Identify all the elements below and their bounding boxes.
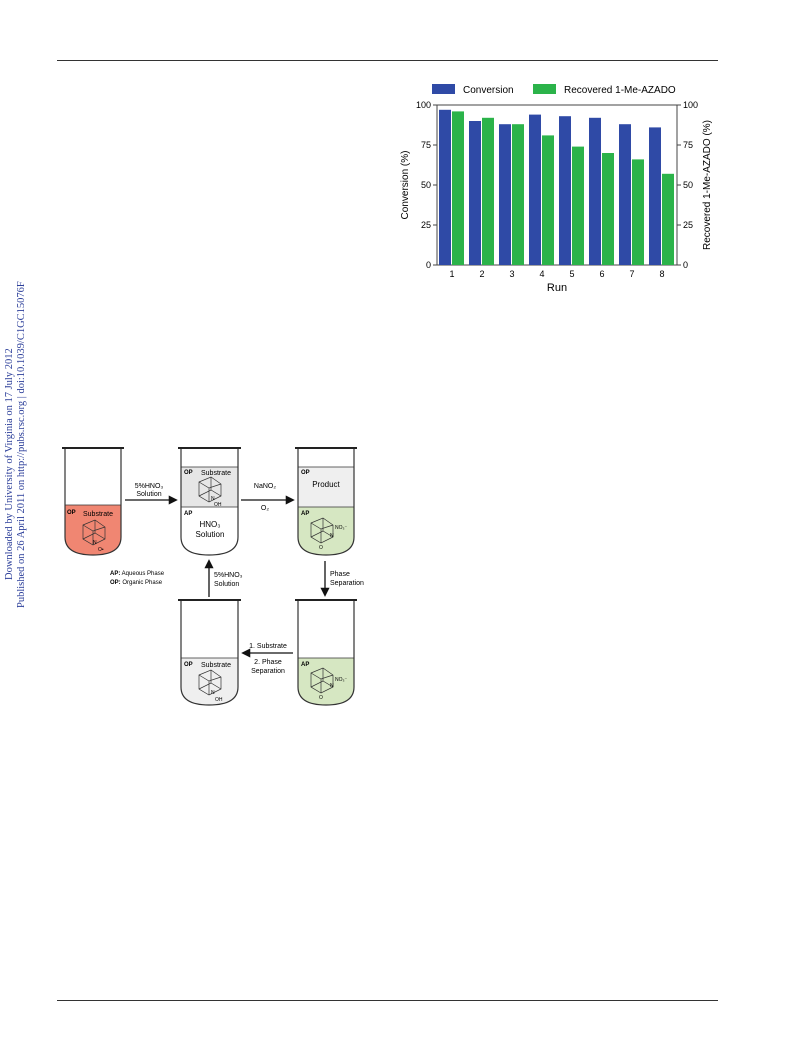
- bar-recovered-run-5: [572, 146, 584, 265]
- legend-swatch-recovered: [533, 84, 556, 94]
- phase-legend-op: OP: Organic Phase: [110, 580, 163, 586]
- chart-legend: Conversion Recovered 1-Me-AZADO: [432, 84, 676, 96]
- x-axis-title: Run: [547, 282, 567, 294]
- bar-conversion-run-3: [499, 124, 511, 265]
- tube1-o: O•: [98, 547, 104, 553]
- published-line: Published on 26 April 2011 on http://pub…: [16, 281, 27, 608]
- y-tick-label-right: 75: [683, 140, 693, 150]
- y-tick-label-left: 0: [426, 260, 431, 270]
- legend-label-recovered: Recovered 1-Me-AZADO: [564, 85, 676, 96]
- arrow3-line2: Separation: [330, 580, 364, 587]
- arrow2-line2: O₂: [261, 505, 269, 512]
- y-tick-label-left: 75: [421, 140, 431, 150]
- tube4-n: N: [211, 690, 215, 696]
- bottom-rule: [57, 1000, 718, 1001]
- tube-5: AP N NO₃⁻ O: [295, 599, 357, 706]
- tube3-label: Product: [312, 480, 340, 489]
- x-tick-label: 8: [659, 269, 664, 279]
- tube1-n: N: [93, 540, 97, 546]
- x-tick-label: 3: [509, 269, 514, 279]
- tube3-ap: AP: [301, 511, 309, 517]
- arrow4-line1: 1. Substrate: [249, 643, 287, 650]
- bar-conversion-run-5: [559, 116, 571, 265]
- tube2-label: Substrate: [201, 470, 231, 477]
- y-tick-label-right: 25: [683, 220, 693, 230]
- bar-conversion-run-1: [439, 109, 451, 265]
- x-tick-label: 6: [599, 269, 604, 279]
- bar-recovered-run-8: [662, 173, 674, 265]
- recycling-scheme: OP Substrate N O• 5%HNO₃ Solution OP Sub…: [62, 447, 364, 706]
- bar-recovered-run-3: [512, 124, 524, 265]
- arrow2-line1: NaNO₂: [254, 483, 276, 490]
- tube-4: OP Substrate N OH: [178, 599, 241, 706]
- bar-conversion-run-2: [469, 121, 481, 265]
- y-tick-label-right: 100: [683, 100, 698, 110]
- bar-conversion-run-4: [529, 114, 541, 265]
- x-tick-label: 5: [569, 269, 574, 279]
- x-tick-label: 2: [479, 269, 484, 279]
- bar-recovered-run-1: [452, 111, 464, 266]
- arrow3-line1: Phase: [330, 571, 350, 578]
- y-tick-label-right: 0: [683, 260, 688, 270]
- bar-conversion-run-6: [589, 117, 601, 265]
- bar-recovered-run-4: [542, 135, 554, 265]
- tube5-n: N: [330, 683, 334, 689]
- x-tick-label: 1: [449, 269, 454, 279]
- phase-legend-ap: AP: Aqueous Phase: [110, 571, 165, 577]
- arrow4-line3: Separation: [251, 668, 285, 675]
- tube5-no3: NO₃⁻: [335, 677, 348, 683]
- tube2-oh: OH: [214, 502, 222, 508]
- tube5-o: O: [319, 695, 323, 701]
- tube1-op: OP: [67, 510, 76, 516]
- tube5-ap: AP: [301, 662, 309, 668]
- download-notice: Downloaded by University of Virginia on …: [0, 0, 30, 1039]
- tube-3: OP Product AP N NO₃⁻ O: [295, 447, 357, 556]
- tube4-op: OP: [184, 662, 193, 668]
- y-axis-title-left: Conversion (%): [400, 151, 411, 220]
- tube-2: OP Substrate N OH AP HNO₃ Solution: [178, 447, 241, 556]
- legend-swatch-conversion: [432, 84, 455, 94]
- arrow5-line1: 5%HNO₃: [214, 572, 243, 579]
- arrow1-line1: 5%HNO₃: [135, 483, 164, 490]
- tube4-oh: OH: [215, 697, 223, 703]
- legend-label-conversion: Conversion: [463, 85, 514, 96]
- tube3-no3: NO₃⁻: [335, 525, 348, 531]
- bar-recovered-run-6: [602, 153, 614, 265]
- y-tick-label-left: 100: [416, 100, 431, 110]
- download-line: Downloaded by University of Virginia on …: [4, 348, 15, 580]
- tube4-label: Substrate: [201, 662, 231, 669]
- bar-conversion-run-7: [619, 124, 631, 265]
- x-tick-label: 7: [629, 269, 634, 279]
- y-axis-title-right: Recovered 1-Me-AZADO (%): [702, 120, 713, 250]
- bar-recovered-run-7: [632, 159, 644, 265]
- recycling-bar-chart: Conversion Recovered 1-Me-AZADO 1 2 3 4 5 6 7 8…: [400, 84, 713, 294]
- y-tick-label-left: 25: [421, 220, 431, 230]
- arrow1-line2: Solution: [136, 491, 161, 498]
- tube2-aq-line1: HNO₃: [199, 520, 220, 529]
- tube2-n: N: [211, 496, 215, 502]
- y-tick-label-right: 50: [683, 180, 693, 190]
- tube3-op: OP: [301, 470, 310, 476]
- x-tick-label: 4: [539, 269, 544, 279]
- arrow4-line2: 2. Phase: [254, 659, 282, 666]
- tick-group: 1 2 3 4 5 6 7 8 0 0 25 25 50 50 75 75 100 100: [416, 100, 698, 279]
- bar-group: [439, 109, 674, 266]
- tube2-ap: AP: [184, 511, 192, 517]
- bar-recovered-run-2: [482, 117, 494, 265]
- top-rule: [57, 60, 718, 61]
- tube3-n: N: [330, 533, 334, 539]
- tube2-aq-line2: Solution: [196, 530, 225, 539]
- bar-conversion-run-8: [649, 127, 661, 266]
- y-tick-label-left: 50: [421, 180, 431, 190]
- arrow5-line2: Solution: [214, 581, 239, 588]
- tube3-o: O: [319, 545, 323, 551]
- tube1-label: Substrate: [83, 511, 113, 518]
- tube2-op: OP: [184, 470, 193, 476]
- tube-1: OP Substrate N O•: [62, 447, 124, 556]
